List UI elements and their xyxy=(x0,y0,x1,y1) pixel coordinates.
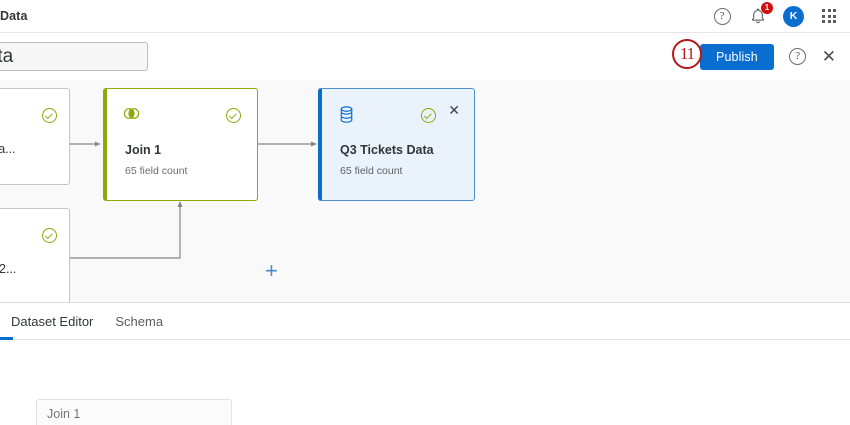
check-circle-icon xyxy=(42,228,57,243)
notification-badge: 1 xyxy=(761,2,773,14)
sub-header-actions: Publish ? ✕ xyxy=(700,43,850,70)
tab-dataset-editor[interactable]: Dataset Editor xyxy=(11,314,94,329)
page-title: Data xyxy=(0,9,28,23)
node-status xyxy=(421,108,436,123)
dataset-name-input[interactable] xyxy=(0,42,148,71)
join-venn-icon xyxy=(123,107,140,125)
node-field-count: 65 field count xyxy=(340,165,403,177)
node-status xyxy=(42,228,57,243)
notifications-button[interactable]: 1 xyxy=(747,2,773,27)
bottom-panel: Dataset Editor Schema xyxy=(0,304,850,425)
panel-body xyxy=(0,340,850,425)
flow-node-join-1[interactable]: Join 1 65 field count xyxy=(103,88,258,201)
node-title: Join 1 xyxy=(125,143,162,157)
flow-node-marketing-q3[interactable]: ng: Q3 2... xyxy=(0,208,70,302)
node-remove-button[interactable]: ✕ xyxy=(448,102,460,118)
publish-button[interactable]: Publish xyxy=(700,43,774,70)
node-title: omer Sa... xyxy=(0,142,16,156)
check-circle-icon xyxy=(421,108,436,123)
check-circle-icon xyxy=(42,108,57,123)
avatar[interactable]: K xyxy=(783,5,804,27)
node-field-count: 65 field count xyxy=(125,165,188,177)
flow-canvas[interactable]: omer Sa... ng: Q3 2... Join 1 65 field xyxy=(0,80,850,303)
database-icon xyxy=(339,106,354,128)
question-circle-icon: ? xyxy=(789,48,807,65)
tab-schema[interactable]: Schema xyxy=(115,314,164,329)
grid-apps-icon xyxy=(822,9,836,23)
close-button[interactable]: ✕ xyxy=(821,47,836,66)
annotation-marker-11: 11 xyxy=(672,39,702,69)
flow-node-customer-sales[interactable]: omer Sa... xyxy=(0,88,70,185)
bell-icon xyxy=(749,7,767,25)
active-tab-indicator xyxy=(0,337,13,340)
flow-node-q3-tickets-data[interactable]: ✕ Q3 Tickets Data 65 field count xyxy=(318,88,475,201)
node-title: ng: Q3 2... xyxy=(0,262,17,276)
panel-tabbar: Dataset Editor Schema xyxy=(0,304,850,340)
apps-menu-button[interactable] xyxy=(818,5,840,27)
dataset-editor-field-join[interactable] xyxy=(36,399,232,425)
check-circle-icon xyxy=(226,108,241,123)
sub-header-help-button[interactable]: ? xyxy=(787,46,809,68)
help-button[interactable]: ? xyxy=(711,5,733,27)
node-status xyxy=(226,108,241,123)
node-title: Q3 Tickets Data xyxy=(340,143,434,157)
global-header: Data ? 1 K xyxy=(0,0,850,33)
global-header-actions: ? 1 K xyxy=(711,2,850,27)
plus-icon[interactable]: + xyxy=(265,258,278,283)
sub-header: Publish ? ✕ xyxy=(0,33,850,80)
question-circle-icon: ? xyxy=(713,7,731,25)
node-status xyxy=(42,108,57,123)
